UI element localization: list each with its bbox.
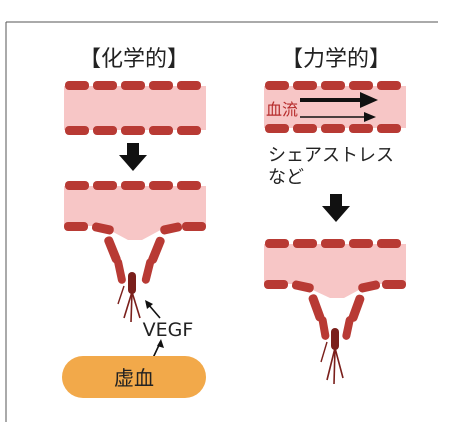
- vegf-label: VEGF: [143, 319, 194, 341]
- left-panel-title: 【化学的】: [79, 47, 189, 72]
- right-down-arrow: [322, 194, 350, 222]
- ischemia-label: 虚血: [114, 366, 154, 390]
- left-vessel-top: [64, 81, 206, 135]
- right-panel-title: 【力学的】: [281, 47, 391, 72]
- right-vessel-sprouting: [264, 239, 406, 384]
- shear-stress-label: シェアストレス: [268, 145, 394, 166]
- left-down-arrow: [119, 143, 147, 171]
- etc-label: など: [268, 167, 304, 188]
- flow-label: 血流: [266, 100, 298, 119]
- left-vessel-sprouting: [64, 181, 206, 322]
